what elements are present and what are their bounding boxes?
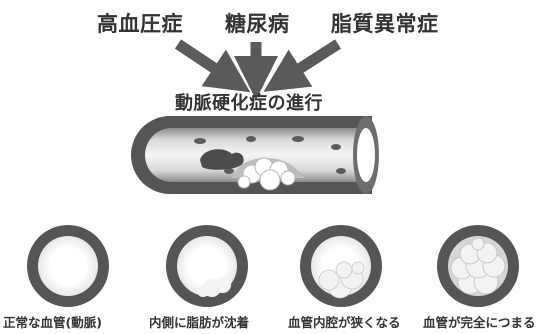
stage-normal — [27, 225, 109, 307]
vessel-plaque — [232, 157, 304, 191]
stage-blocked — [437, 225, 519, 307]
plaque-full — [450, 237, 506, 295]
caption-narrowing: 血管内腔が狭くなる — [288, 315, 401, 330]
plaque-small — [197, 277, 231, 297]
stage-fat-deposit — [166, 225, 248, 307]
caption-blocked: 血管が完全につまる — [423, 315, 536, 330]
vessel-section — [131, 116, 379, 194]
progression-title: 動脈硬化症の進行 — [175, 93, 323, 114]
stage-narrowing — [300, 225, 382, 307]
arrow-hypertension — [174, 39, 251, 93]
plaque-medium — [318, 261, 365, 299]
caption-normal: 正常な血管(動脈) — [3, 315, 102, 330]
cause-hypertension: 高血圧症 — [97, 12, 183, 36]
caption-fat-deposit: 内側に脂肪が沈着 — [149, 315, 250, 330]
cause-dyslipidemia: 脂質異常症 — [331, 12, 439, 36]
cause-diabetes: 糖尿病 — [225, 12, 290, 36]
arrow-dyslipidemia — [263, 39, 341, 92]
